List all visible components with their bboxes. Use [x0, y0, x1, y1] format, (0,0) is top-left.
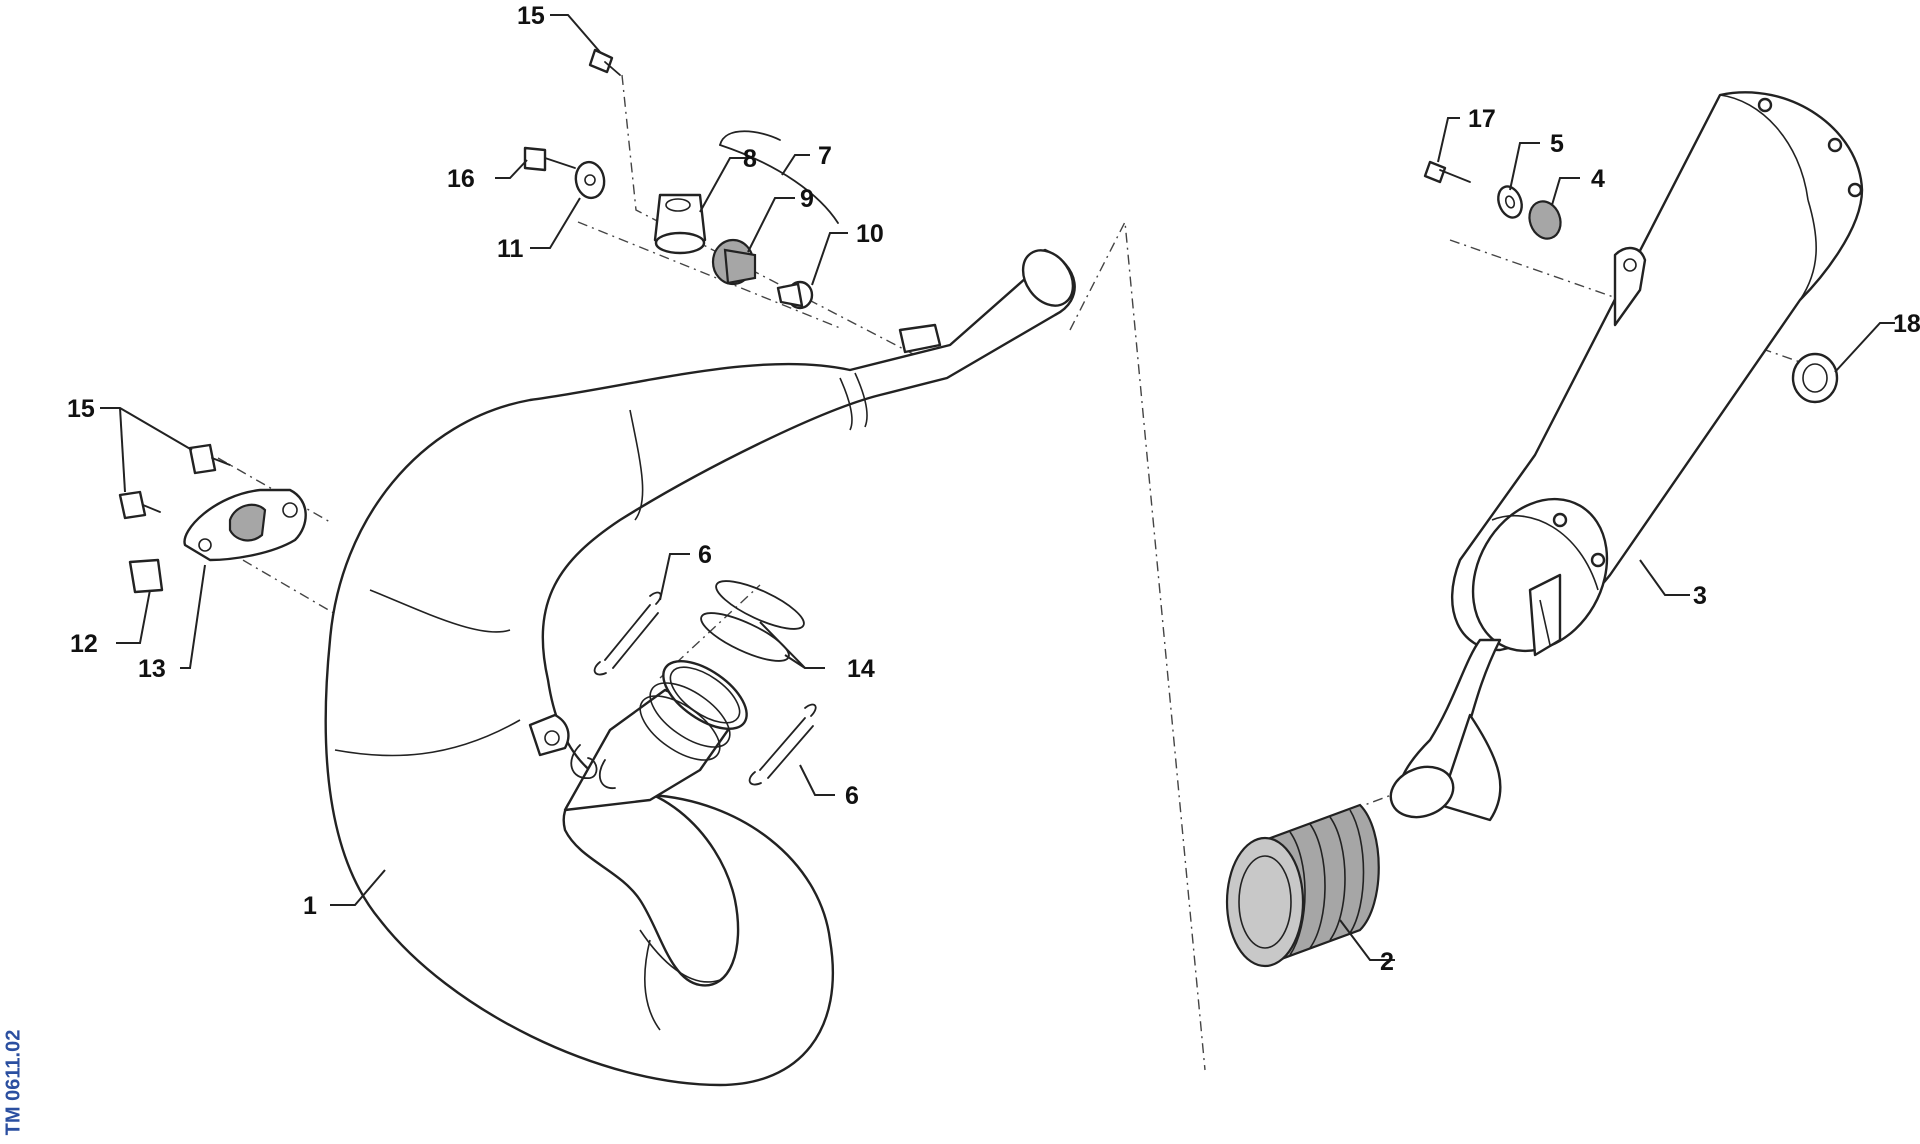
callout-15-top: 15 — [517, 2, 545, 30]
callout-labels: 1 2 3 4 5 6 6 7 8 9 10 11 12 13 14 15 15… — [67, 2, 1920, 976]
bolt-15-top-head — [588, 48, 614, 74]
callout-10: 10 — [856, 220, 884, 248]
exhaust-pipe-part-1 — [324, 248, 1076, 1087]
callout-12: 12 — [70, 630, 98, 658]
callout-8: 8 — [743, 145, 757, 173]
washer-5 — [1497, 185, 1523, 219]
drawing-code-text: TM 0611.02 — [2, 1029, 25, 1135]
bolt-17-shank — [1439, 169, 1471, 183]
silencer-fasteners — [1423, 160, 1839, 404]
callout-15-left: 15 — [67, 395, 95, 423]
left-bracket-parts — [118, 443, 307, 594]
mount-kit-part-7 — [653, 130, 839, 310]
kit-bracket — [719, 130, 781, 146]
callout-9: 9 — [800, 185, 814, 213]
spring-6-lower — [759, 717, 806, 771]
connecting-sleeve-part-2 — [1225, 803, 1380, 968]
springs-and-orings — [593, 580, 817, 786]
callout-2: 2 — [1380, 948, 1394, 976]
upper-fasteners — [523, 48, 621, 200]
callout-6-lower: 6 — [845, 782, 859, 810]
callout-18: 18 — [1893, 310, 1920, 338]
callout-5: 5 — [1550, 130, 1564, 158]
callout-17: 17 — [1468, 105, 1496, 133]
clip-12 — [128, 558, 164, 594]
callout-11: 11 — [497, 235, 524, 263]
callout-16: 16 — [447, 165, 475, 193]
washer-11 — [574, 160, 606, 200]
drawing-code: TM 0611.02 — [0, 1020, 28, 1144]
bolt-17-head — [1423, 160, 1447, 184]
plug-18 — [1791, 352, 1839, 404]
callout-14: 14 — [847, 655, 875, 683]
bolt-15-left-lower — [118, 490, 147, 520]
leader-lines — [100, 14, 1895, 961]
bolt-16-head — [523, 146, 547, 172]
spring-6-upper — [604, 604, 651, 661]
bolt-15-left-upper — [188, 443, 217, 475]
grommet-4 — [1528, 200, 1562, 240]
silencer-part-3 — [1389, 91, 1864, 822]
callout-4: 4 — [1591, 165, 1605, 193]
callout-13: 13 — [138, 655, 166, 683]
callout-7: 7 — [818, 142, 832, 170]
callout-3: 3 — [1693, 582, 1707, 610]
callout-6-upper: 6 — [698, 541, 712, 569]
oring-14-upper — [715, 580, 805, 630]
callout-1: 1 — [303, 892, 317, 920]
